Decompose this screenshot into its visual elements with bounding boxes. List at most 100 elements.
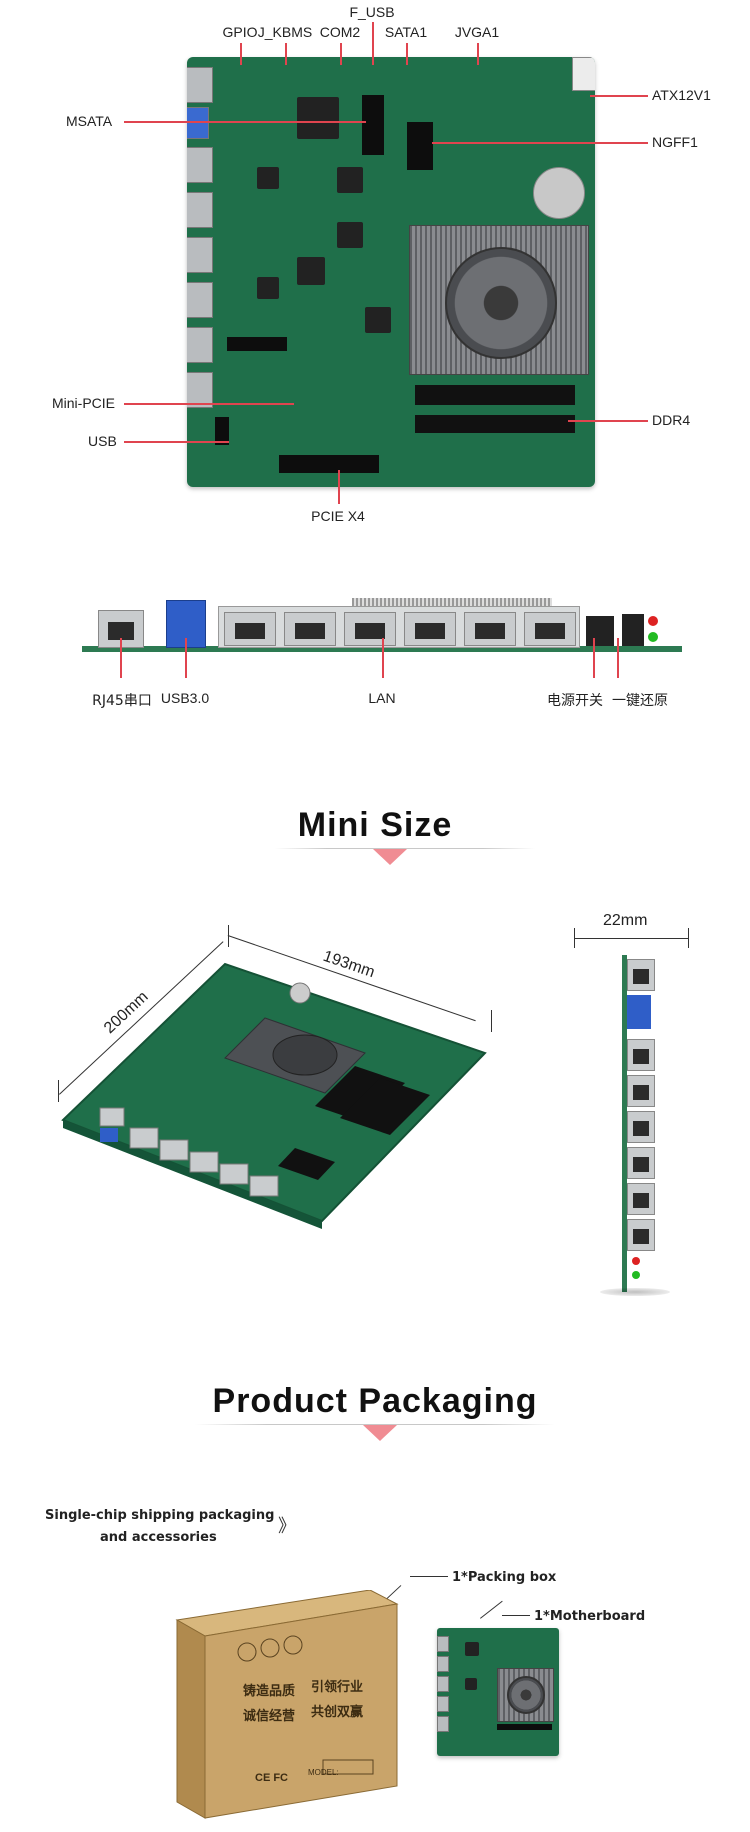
leader-line <box>372 22 374 65</box>
section-title-mini-size: Mini Size <box>297 806 453 844</box>
lan-port-bank <box>218 606 580 648</box>
label-com2: COM2 <box>319 24 361 40</box>
chip <box>365 307 391 333</box>
leader-line <box>590 95 648 97</box>
label-f-usb: F_USB <box>349 4 395 20</box>
label-lan: LAN <box>368 690 396 706</box>
leader-line <box>285 43 287 65</box>
cooling-fan <box>507 1676 545 1714</box>
lan-port <box>187 192 213 228</box>
title-divider <box>275 848 535 849</box>
lan-port <box>464 612 516 646</box>
leader-line <box>617 638 619 678</box>
dimension-tick <box>228 925 229 947</box>
label-ngff1: NGFF1 <box>652 134 698 150</box>
label-j-kbms: J_KBMS <box>257 24 313 40</box>
lan-port <box>437 1656 449 1672</box>
lan-port <box>437 1636 449 1652</box>
chip <box>257 167 279 189</box>
dimension-tick <box>58 1080 59 1102</box>
pcie-x4-slot <box>279 455 379 473</box>
leader-line <box>410 1576 448 1577</box>
atx-connector <box>572 57 595 91</box>
lan-port <box>437 1676 449 1692</box>
label-jvga1: JVGA1 <box>454 24 500 40</box>
lan-port <box>344 612 396 646</box>
leader-line <box>406 43 408 65</box>
mini-pcie-slot <box>227 337 287 351</box>
leader-line <box>338 470 340 504</box>
leader-line <box>477 43 479 65</box>
lan-port <box>187 237 213 273</box>
box-model: MODEL: <box>308 1768 339 1777</box>
io-side-board-image <box>82 598 682 656</box>
box-slogan-2: 引领行业 <box>311 1680 364 1695</box>
label-usb3: USB3.0 <box>160 690 210 706</box>
green-led <box>632 1271 640 1279</box>
power-switch <box>586 616 614 646</box>
label-pcie-x4: PCIE X4 <box>311 508 365 524</box>
box-slogan-1: 铸造品质 <box>243 1684 296 1699</box>
chip <box>337 222 363 248</box>
label-ddr4: DDR4 <box>652 412 691 428</box>
lan-port <box>404 612 456 646</box>
ddr4-slot <box>497 1724 552 1730</box>
leader-line <box>185 638 187 678</box>
label-mini-pcie: Mini-PCIE <box>52 395 116 411</box>
shadow <box>600 1288 670 1296</box>
intro-line-1: Single-chip shipping packaging <box>45 1508 275 1523</box>
label-rj45-serial: RJ45串口 <box>92 693 152 709</box>
leader-line <box>568 420 648 422</box>
lan-port <box>224 612 276 646</box>
title-divider <box>195 1424 555 1425</box>
lan-port <box>284 612 336 646</box>
leader-line <box>340 43 342 65</box>
usb-header <box>215 417 229 445</box>
usb3-port <box>187 107 209 139</box>
ddr4-slot-2 <box>415 415 575 433</box>
dimension-line-22 <box>574 938 688 939</box>
ddr4-slot <box>415 385 575 405</box>
label-sata1: SATA1 <box>384 24 428 40</box>
msata-slot <box>362 95 384 155</box>
item-motherboard: 1*Motherboard <box>534 1609 646 1624</box>
dimension-tick <box>574 928 575 948</box>
rj45-port <box>187 67 213 103</box>
label-atx12v1: ATX12V1 <box>652 87 711 103</box>
isometric-board-image <box>60 958 490 1258</box>
red-led <box>648 616 658 626</box>
intro-line-2: and accessories <box>100 1530 217 1545</box>
lan-port <box>187 282 213 318</box>
chip <box>257 277 279 299</box>
lan-port <box>437 1696 449 1712</box>
isometric-board-svg <box>61 962 487 1229</box>
label-one-key-restore: 一键还原 <box>612 693 668 709</box>
rj45-port <box>627 959 655 991</box>
cmos-battery <box>533 167 585 219</box>
leader-line <box>502 1615 530 1616</box>
lan-port <box>187 147 213 183</box>
label-msata: MSATA <box>66 113 113 129</box>
green-led <box>648 632 658 642</box>
leader-line <box>120 638 122 678</box>
reset-button <box>622 614 644 646</box>
lan-port <box>627 1075 655 1107</box>
packing-box-image <box>175 1589 400 1820</box>
chip <box>297 257 325 285</box>
leader-line <box>382 638 384 678</box>
leader-line <box>240 43 242 65</box>
dimension-tick <box>688 928 689 948</box>
section-title-product-packaging: Product Packaging <box>212 1382 538 1420</box>
motherboard-top-image <box>187 57 595 487</box>
lan-port <box>627 1219 655 1251</box>
chip <box>465 1678 477 1690</box>
chip <box>337 167 363 193</box>
heatsink-fins-side <box>352 598 552 606</box>
box-cert-marks: CE FC <box>255 1772 288 1784</box>
lan-port <box>187 372 213 408</box>
leader-line <box>593 638 595 678</box>
chip <box>297 97 339 139</box>
lan-port <box>627 1147 655 1179</box>
lan-port <box>627 1039 655 1071</box>
leader-line <box>124 441 229 443</box>
